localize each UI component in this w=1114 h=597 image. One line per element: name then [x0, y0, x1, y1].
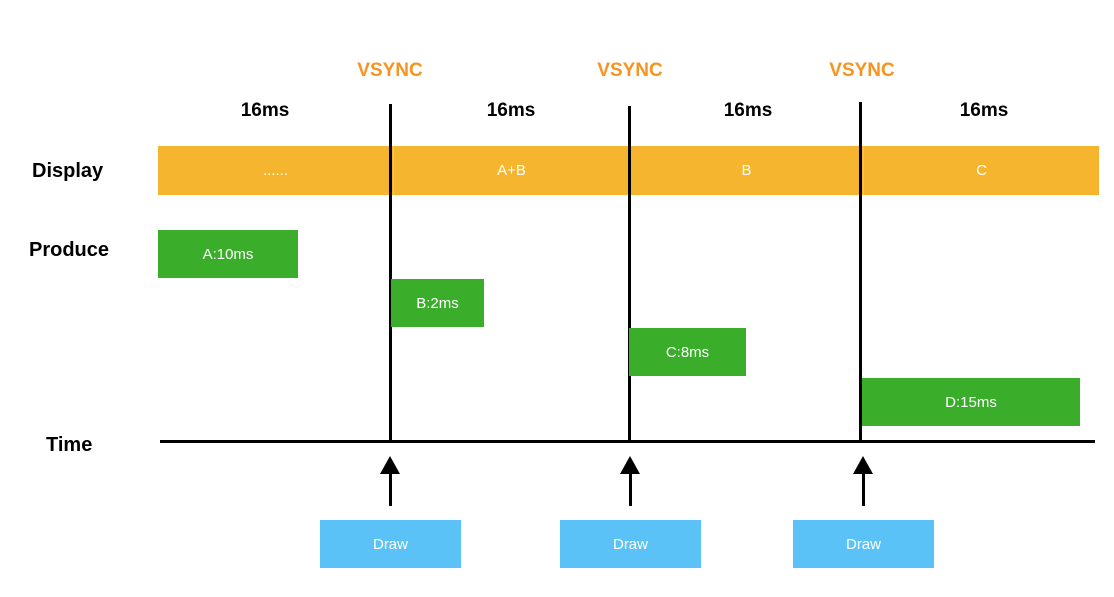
- produce-block-d: D:15ms: [862, 378, 1080, 426]
- up-arrow-icon: [620, 456, 640, 506]
- vsync-line-1: [389, 104, 392, 442]
- display-segment-4: C: [976, 162, 987, 179]
- produce-block-c: C:8ms: [629, 328, 746, 376]
- row-label-display: Display: [32, 160, 104, 182]
- interval-label-2: 16ms: [486, 100, 536, 121]
- interval-label-4: 16ms: [959, 100, 1009, 121]
- display-segment-2: A+B: [394, 146, 630, 195]
- row-label-produce: Produce: [29, 239, 110, 261]
- draw-box-2: Draw: [560, 520, 701, 568]
- display-segment-3: B: [630, 146, 864, 195]
- produce-block-b: B:2ms: [391, 279, 484, 327]
- interval-label-3: 16ms: [723, 100, 773, 121]
- vsync-label-1: VSYNC: [357, 60, 423, 81]
- time-axis: [160, 440, 1095, 443]
- up-arrow-icon: [380, 456, 400, 506]
- row-label-time: Time: [46, 434, 93, 456]
- draw-box-3: Draw: [793, 520, 934, 568]
- interval-label-1: 16ms: [240, 100, 290, 121]
- vsync-label-3: VSYNC: [829, 60, 895, 81]
- display-segment-1: ......: [158, 146, 394, 195]
- up-arrow-icon: [853, 456, 873, 506]
- draw-box-1: Draw: [320, 520, 461, 568]
- vsync-label-2: VSYNC: [597, 60, 663, 81]
- vsync-line-3: [859, 102, 862, 442]
- produce-block-a: A:10ms: [158, 230, 298, 278]
- vsync-line-2: [628, 106, 631, 442]
